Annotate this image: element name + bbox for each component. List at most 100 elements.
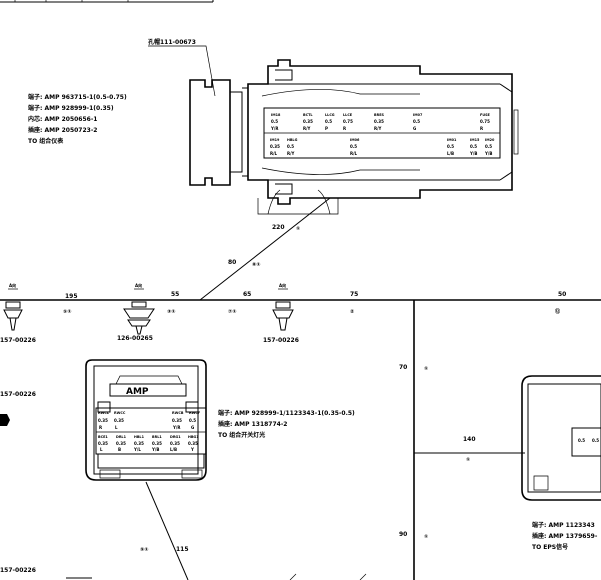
pin-id: IM01 xyxy=(447,138,457,142)
top-connector-part-label: 孔帽111-00673 xyxy=(148,38,196,46)
pin-color: P xyxy=(325,126,328,131)
pin-cell: BCTL 0.35 R/Y xyxy=(303,113,313,131)
pin-cell: LLCE 0.75 R xyxy=(343,113,353,131)
pin-id: IM18 xyxy=(271,113,281,117)
pin-size: 0.5 xyxy=(325,119,332,124)
pin-size: 0.75 xyxy=(480,119,490,124)
pin-id: IM07 xyxy=(413,113,423,117)
pin-id: IM06 xyxy=(350,138,360,142)
pin-id: IM19 xyxy=(270,138,280,142)
dim-65: 65 xyxy=(243,291,251,298)
pin-size: 0.5 xyxy=(578,438,585,443)
pin-size: 0.35 xyxy=(170,441,180,446)
circle-code-220: ① xyxy=(296,226,300,232)
pin-cell: BCE1 0.35 L xyxy=(98,435,108,452)
dim-80: 80 xyxy=(228,259,236,266)
pin-id: LLCE xyxy=(343,113,353,117)
spec-line: TO 组合仪表 xyxy=(28,137,64,145)
pin-color: B xyxy=(118,447,121,452)
top-connector-cable-exit xyxy=(257,189,339,215)
middle-connector: AMP RWCL 0.35 R RWCC 0.35 L RWCB 0.35 Y/… xyxy=(85,359,355,580)
clip-label: 126-00265 xyxy=(117,335,153,342)
top-connector-pin-grid: IM18 0.5 Y/R BCTL 0.35 R/Y LLCG 0.5 P LL… xyxy=(270,113,495,156)
pin-id: IM20 xyxy=(485,138,495,142)
spec-line: 端子: AMP 928999-1/1123343-1(0.35-0.5) xyxy=(218,409,355,417)
pin-color: L xyxy=(100,447,103,452)
view-a-mark: A向 xyxy=(9,282,16,288)
pin-id: DRG1 xyxy=(170,435,181,439)
clip-middle: 126-00265 xyxy=(117,301,155,342)
clip-right: 157-00226 xyxy=(263,301,299,344)
middle-connector-pin-grid: RWCL 0.35 R RWCC 0.35 L RWCB 0.35 Y/R RW… xyxy=(98,411,201,452)
pin-id: LLCG xyxy=(325,113,335,117)
pin-id: BRL1 xyxy=(152,435,162,439)
pin-cell: IM06 0.5 R/L xyxy=(350,138,360,156)
circle-code-115: ⑨① xyxy=(140,547,148,553)
left-edge-labels: 157-00226 157-00226 xyxy=(0,391,36,574)
pin-size: 0.35 xyxy=(374,119,384,124)
pin-size: 0.35 xyxy=(116,441,126,446)
pin-color: R/Y xyxy=(287,151,295,156)
circle-code: ③① xyxy=(167,309,175,315)
spec-line: 端子: AMP 1123343 xyxy=(532,521,595,529)
pin-color: Y/B xyxy=(484,151,492,156)
middle-connector-spec: 端子: AMP 928999-1/1123343-1(0.35-0.5) 插座:… xyxy=(218,409,355,439)
spec-line: TO 组合开关灯光 xyxy=(218,431,265,439)
spec-line: 内芯: AMP 2050656-1 xyxy=(28,115,97,123)
pin-size: 0.5 xyxy=(189,418,196,423)
clip-label: 157-00226 xyxy=(263,337,299,344)
pin-id: BRES xyxy=(374,113,385,117)
pin-color: R/Y xyxy=(303,126,311,131)
dim-195: 195 xyxy=(65,293,78,300)
pin-size: 0.35 xyxy=(98,418,108,423)
pin-cell: IM01 0.5 L/B xyxy=(447,138,457,156)
right-branch: 70 ① 140 ① 90 ① xyxy=(289,300,525,580)
pin-cell: RWCF 0.5 G xyxy=(189,411,201,430)
pin-color: R/L xyxy=(350,151,358,156)
pin-cell: FUSE 0.75 R xyxy=(480,113,491,131)
clip-left: 157-00226 xyxy=(0,301,36,344)
pin-size: 0.35 xyxy=(270,144,280,149)
pin-cell: HBL1 0.35 Y/L xyxy=(133,435,145,452)
pin-color: Y/B xyxy=(151,447,159,452)
clip-label: 157-00226 xyxy=(0,337,36,344)
dim-70: 70 xyxy=(399,364,407,371)
amp-brand-label: AMP xyxy=(126,387,149,397)
pin-color: G xyxy=(413,126,416,131)
dim-50: 50 xyxy=(558,291,566,298)
pin-color: R xyxy=(343,126,346,131)
spec-line: 插座: AMP 1379659- xyxy=(532,532,598,540)
pin-id: RWCF xyxy=(189,411,201,415)
pin-cell: BRL1 0.35 Y/B xyxy=(151,435,162,452)
spec-line: 端子: AMP 928999-1(0.35) xyxy=(28,104,114,112)
pin-size: 0.5 xyxy=(592,438,599,443)
view-a-mark: A向 xyxy=(279,282,286,288)
pin-cell: RWCB 0.35 Y/R xyxy=(172,411,184,430)
view-a-mark: A向 xyxy=(135,282,142,288)
pin-id: HBL1 xyxy=(134,435,145,439)
pin-id: BCTL xyxy=(303,113,313,117)
circle-code: ⑤① xyxy=(63,309,71,315)
pin-size: 0.75 xyxy=(343,119,353,124)
right-connector-spec: 端子: AMP 1123343 插座: AMP 1379659- TO EPS信… xyxy=(532,521,598,551)
pin-cell: IM15 0.5 Y/B xyxy=(469,138,480,156)
spec-line: 插座: AMP 2050723-2 xyxy=(28,126,97,134)
pin-id: HBLG xyxy=(287,138,298,142)
pin-cell: HBLG 0.5 R/Y xyxy=(287,138,298,156)
main-trunk: 80 ⑧① 195 ⑤① 55 ③① 65 ⑦① 75 ② 50 ⑫ A向 A向… xyxy=(0,197,601,315)
pin-cell: IM19 0.35 R/L xyxy=(270,138,280,156)
circle-code: ⑫ xyxy=(555,308,560,315)
dim-55: 55 xyxy=(171,291,179,298)
pin-cell: LLCG 0.5 P xyxy=(325,113,335,131)
pin-size: 0.5 xyxy=(350,144,357,149)
spec-line: TO EPS信号 xyxy=(532,543,568,551)
right-connector: 0.5 0.5 端子: AMP 1123343 插座: AMP 1379659-… xyxy=(521,375,601,551)
pin-color: R xyxy=(99,425,102,430)
pin-size: 0.35 xyxy=(188,441,198,446)
pin-size: 0.5 xyxy=(271,119,278,124)
pin-cell: IM20 0.5 Y/B xyxy=(484,138,495,156)
pin-cell: RWCL 0.35 R xyxy=(98,411,110,430)
dim-90: 90 xyxy=(399,531,407,538)
pin-color: R/L xyxy=(270,151,278,156)
